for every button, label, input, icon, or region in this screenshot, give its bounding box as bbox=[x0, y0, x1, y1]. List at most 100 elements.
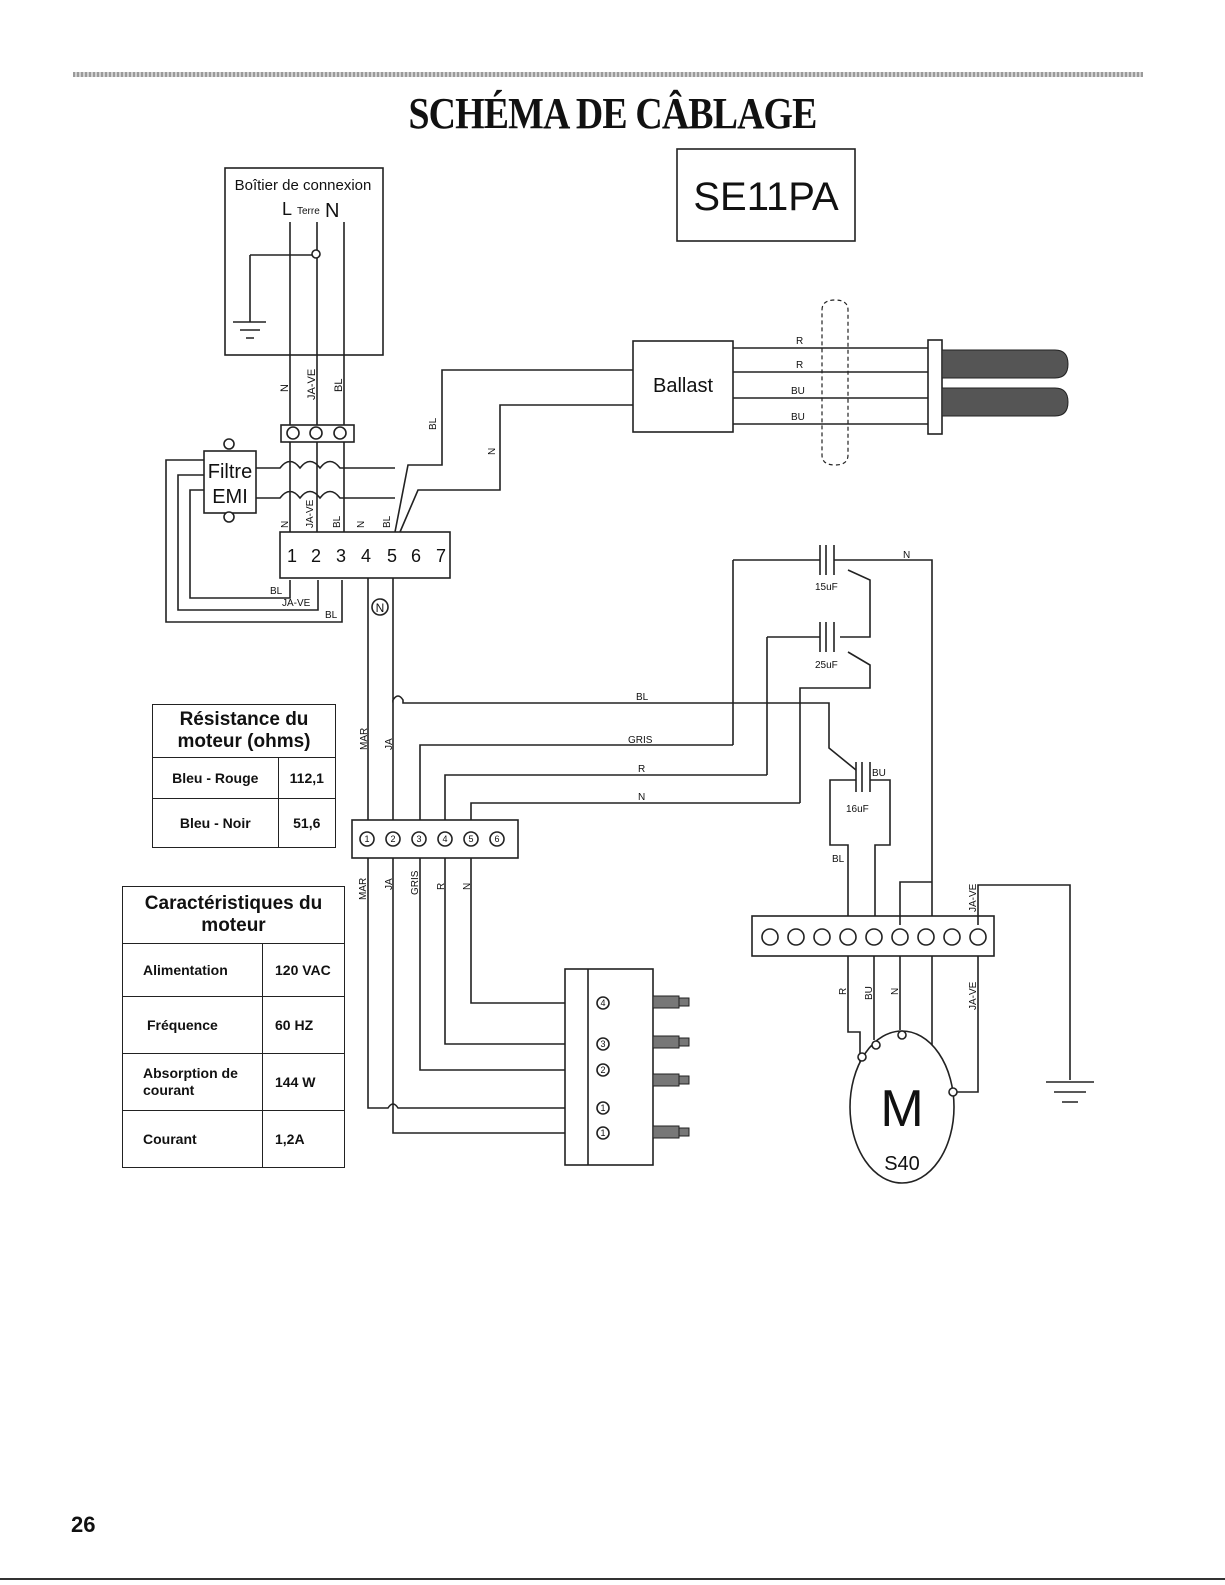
svg-text:BL: BL bbox=[636, 692, 649, 703]
svg-text:N: N bbox=[280, 521, 291, 528]
svg-text:BU: BU bbox=[791, 412, 805, 423]
svg-text:BU: BU bbox=[791, 386, 805, 397]
svg-text:BL: BL bbox=[325, 610, 338, 621]
switch-numbers: 4 3 2 1 1 bbox=[596, 996, 610, 1140]
filter-wires-top bbox=[256, 460, 395, 470]
svg-text:15uF: 15uF bbox=[815, 582, 838, 593]
svg-text:N: N bbox=[356, 521, 367, 528]
page-title: SCHÉMA DE CÂBLAGE bbox=[408, 89, 817, 138]
specs-table: Caractéristiques du moteur Alimentation … bbox=[122, 886, 345, 1168]
ballast bbox=[632, 340, 734, 433]
svg-text:1: 1 bbox=[600, 1103, 605, 1113]
cap-16uf bbox=[855, 762, 871, 792]
svg-text:4: 4 bbox=[361, 546, 371, 566]
specs-row-value: 120 VAC bbox=[262, 943, 345, 997]
svg-text:1: 1 bbox=[364, 834, 369, 844]
specs-row-label: Fréquence bbox=[122, 996, 263, 1054]
specs-row-label: Alimentation bbox=[122, 943, 263, 997]
svg-text:4: 4 bbox=[442, 834, 447, 844]
svg-text:5: 5 bbox=[468, 834, 473, 844]
ballast-bl-wire bbox=[394, 369, 633, 533]
svg-text:JA-VE: JA-VE bbox=[282, 598, 311, 609]
svg-text:2: 2 bbox=[311, 546, 321, 566]
svg-text:R: R bbox=[436, 883, 447, 890]
resistance-row-label: Bleu - Rouge bbox=[152, 757, 279, 799]
emi-filter bbox=[203, 450, 257, 514]
fluorescent-tube-1 bbox=[941, 349, 1069, 379]
terminal-strip-numbers: 1 2 3 4 5 6 7 bbox=[287, 546, 446, 566]
ground-icon-right bbox=[1046, 1081, 1094, 1103]
svg-text:GRIS: GRIS bbox=[410, 870, 421, 895]
svg-text:BU: BU bbox=[864, 986, 875, 1000]
svg-text:2: 2 bbox=[600, 1065, 605, 1075]
filter-wires-bottom bbox=[256, 490, 395, 500]
svg-text:N: N bbox=[903, 550, 910, 561]
ballast-n-wire bbox=[399, 404, 633, 533]
svg-text:N: N bbox=[279, 384, 291, 392]
cap-25uf bbox=[819, 622, 835, 652]
svg-text:JA: JA bbox=[384, 878, 395, 890]
svg-text:1: 1 bbox=[287, 546, 297, 566]
svg-text:N: N bbox=[638, 792, 645, 803]
lamp-wires bbox=[733, 347, 930, 425]
resistance-table: Résistance du moteur (ohms) Bleu - Rouge… bbox=[152, 704, 337, 848]
svg-text:JA-VE: JA-VE bbox=[305, 499, 316, 528]
svg-text:5: 5 bbox=[387, 546, 397, 566]
svg-text:BL: BL bbox=[333, 379, 345, 392]
connector-numbers: 1 2 3 4 5 6 bbox=[359, 831, 505, 847]
svg-text:6: 6 bbox=[494, 834, 499, 844]
resistance-row-value: 51,6 bbox=[277, 798, 337, 848]
svg-text:Ballast: Ballast bbox=[653, 375, 713, 397]
motor-letter: M bbox=[880, 1080, 923, 1138]
svg-text:N: N bbox=[487, 448, 498, 455]
model-label: SE11PA bbox=[693, 175, 839, 219]
svg-text:GRIS: GRIS bbox=[628, 735, 653, 746]
svg-text:N: N bbox=[462, 883, 473, 890]
svg-text:6: 6 bbox=[411, 546, 421, 566]
resistance-table-title: Résistance du moteur (ohms) bbox=[152, 704, 336, 758]
model-box bbox=[676, 148, 856, 242]
svg-text:BL: BL bbox=[332, 515, 343, 528]
specs-row-value: 144 W bbox=[262, 1053, 345, 1111]
specs-row-value: 60 HZ bbox=[262, 996, 345, 1054]
ground-terminal bbox=[311, 249, 321, 259]
specs-table-title: Caractéristiques du moteur bbox=[122, 886, 345, 944]
lamp-holder bbox=[821, 299, 849, 466]
svg-text:R: R bbox=[796, 336, 803, 347]
svg-text:3: 3 bbox=[336, 546, 346, 566]
bottom-rule bbox=[0, 1578, 1225, 1580]
svg-text:3: 3 bbox=[416, 834, 421, 844]
svg-text:3: 3 bbox=[600, 1039, 605, 1049]
svg-text:R: R bbox=[838, 988, 849, 995]
svg-text:BU: BU bbox=[872, 768, 886, 779]
lamp-base bbox=[927, 339, 943, 435]
svg-text:JA-VE: JA-VE bbox=[968, 883, 979, 912]
cap-15uf bbox=[819, 545, 835, 575]
svg-text:R: R bbox=[638, 764, 645, 775]
svg-text:4: 4 bbox=[600, 998, 605, 1008]
svg-text:BL: BL bbox=[382, 515, 393, 528]
svg-text:BL: BL bbox=[428, 417, 439, 430]
svg-text:JA: JA bbox=[384, 738, 395, 750]
neutral-marker bbox=[371, 598, 389, 616]
junction-box-label: Boîtier de connexion bbox=[235, 177, 372, 194]
terminal-strip bbox=[279, 531, 451, 579]
specs-row-label: Courant bbox=[122, 1110, 263, 1168]
svg-text:MAR: MAR bbox=[358, 878, 369, 900]
svg-text:EMI: EMI bbox=[212, 486, 248, 508]
junction-terre: Terre bbox=[297, 206, 320, 217]
svg-text:N: N bbox=[376, 601, 385, 615]
svg-text:JA-VE: JA-VE bbox=[968, 981, 979, 1010]
top-rule bbox=[73, 72, 1143, 77]
svg-text:MAR: MAR bbox=[359, 728, 370, 750]
specs-row-label: Absorption de courant bbox=[122, 1053, 263, 1111]
fluorescent-tube-2 bbox=[941, 387, 1069, 417]
specs-row-value: 1,2A bbox=[262, 1110, 345, 1168]
svg-text:N: N bbox=[890, 988, 901, 995]
svg-text:7: 7 bbox=[436, 546, 446, 566]
svg-text:BL: BL bbox=[270, 586, 283, 597]
svg-text:2: 2 bbox=[390, 834, 395, 844]
svg-text:25uF: 25uF bbox=[815, 660, 838, 671]
svg-text:R: R bbox=[796, 360, 803, 371]
